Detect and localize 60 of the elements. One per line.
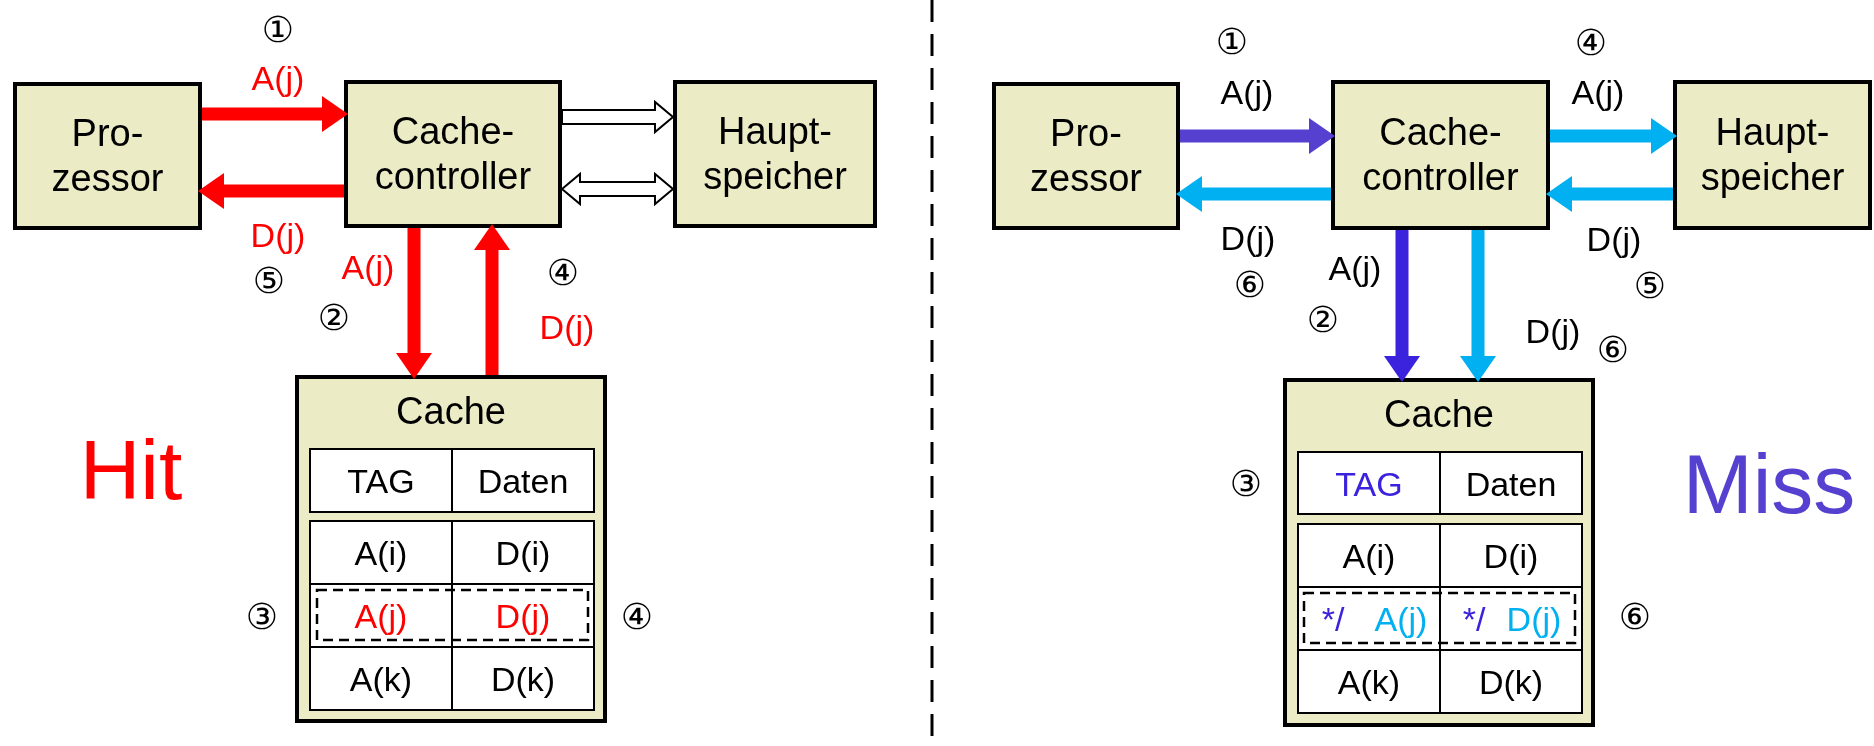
table-text: D(k)	[490, 662, 556, 696]
table-text: A(i)	[1342, 539, 1396, 573]
table-header-text: TAG	[347, 464, 415, 498]
circled-number: ⑥	[1233, 267, 1267, 303]
circled-number: ④	[546, 255, 580, 291]
table-text: A(j)	[1374, 602, 1428, 636]
table-header-text: Daten	[477, 464, 569, 498]
node-label: Cache	[1384, 392, 1494, 437]
table-text: D(j)	[1506, 602, 1562, 636]
node-label: Haupt- speicher	[1699, 110, 1846, 200]
arrow	[1550, 118, 1677, 154]
table-text: A(j)	[354, 599, 408, 633]
table-text: A(k)	[1337, 665, 1401, 699]
arrow	[202, 96, 348, 132]
arrow	[1546, 176, 1673, 212]
circled-number: ④	[620, 599, 654, 635]
circled-number: ⑤	[1633, 268, 1667, 304]
table-header-text: Daten	[1465, 467, 1557, 501]
hollow-arrow	[561, 99, 675, 135]
circled-number: ③	[1229, 466, 1263, 502]
circled-number: ⑥	[1596, 332, 1630, 368]
component-box	[673, 80, 877, 228]
arrow	[1460, 230, 1496, 382]
arrow	[198, 173, 344, 209]
circled-number: ③	[245, 599, 279, 635]
hit-heading: Hit	[79, 428, 183, 512]
miss-heading: Miss	[1682, 442, 1856, 526]
arrow	[1176, 176, 1331, 212]
node-label: Cache- controller	[1361, 110, 1520, 200]
circled-number: ⑤	[252, 263, 286, 299]
table-text: D(i)	[1483, 539, 1539, 573]
arrow	[1180, 118, 1335, 154]
component-box	[344, 80, 562, 228]
table-header-text: TAG	[1335, 467, 1403, 501]
component-box	[992, 82, 1180, 230]
component-box	[1673, 80, 1872, 230]
circled-number: ①	[261, 12, 295, 48]
table-text: D(k)	[1478, 665, 1544, 699]
table-text: D(i)	[495, 536, 551, 570]
node-label: Haupt- speicher	[702, 109, 848, 199]
node-label: Pro- zessor	[50, 111, 165, 201]
arrow	[1384, 230, 1420, 382]
hollow-arrow	[560, 171, 675, 207]
circled-number: ②	[1306, 302, 1340, 338]
arrow	[396, 228, 432, 379]
table-text: A(k)	[349, 662, 413, 696]
node-label: Pro- zessor	[1029, 111, 1143, 201]
node-label: Cache	[396, 389, 506, 434]
node-label: Cache- controller	[373, 109, 533, 199]
table-text: */	[1462, 602, 1486, 636]
circled-number: ⑥	[1618, 599, 1652, 635]
circled-number: ②	[317, 300, 351, 336]
arrow	[474, 224, 510, 375]
component-box	[13, 82, 202, 230]
table-text: */	[1321, 602, 1345, 636]
table-text: A(i)	[354, 536, 408, 570]
circled-number: ④	[1574, 25, 1608, 61]
component-box	[1331, 80, 1550, 230]
circled-number: ①	[1215, 24, 1249, 60]
table-text: D(j)	[495, 599, 551, 633]
